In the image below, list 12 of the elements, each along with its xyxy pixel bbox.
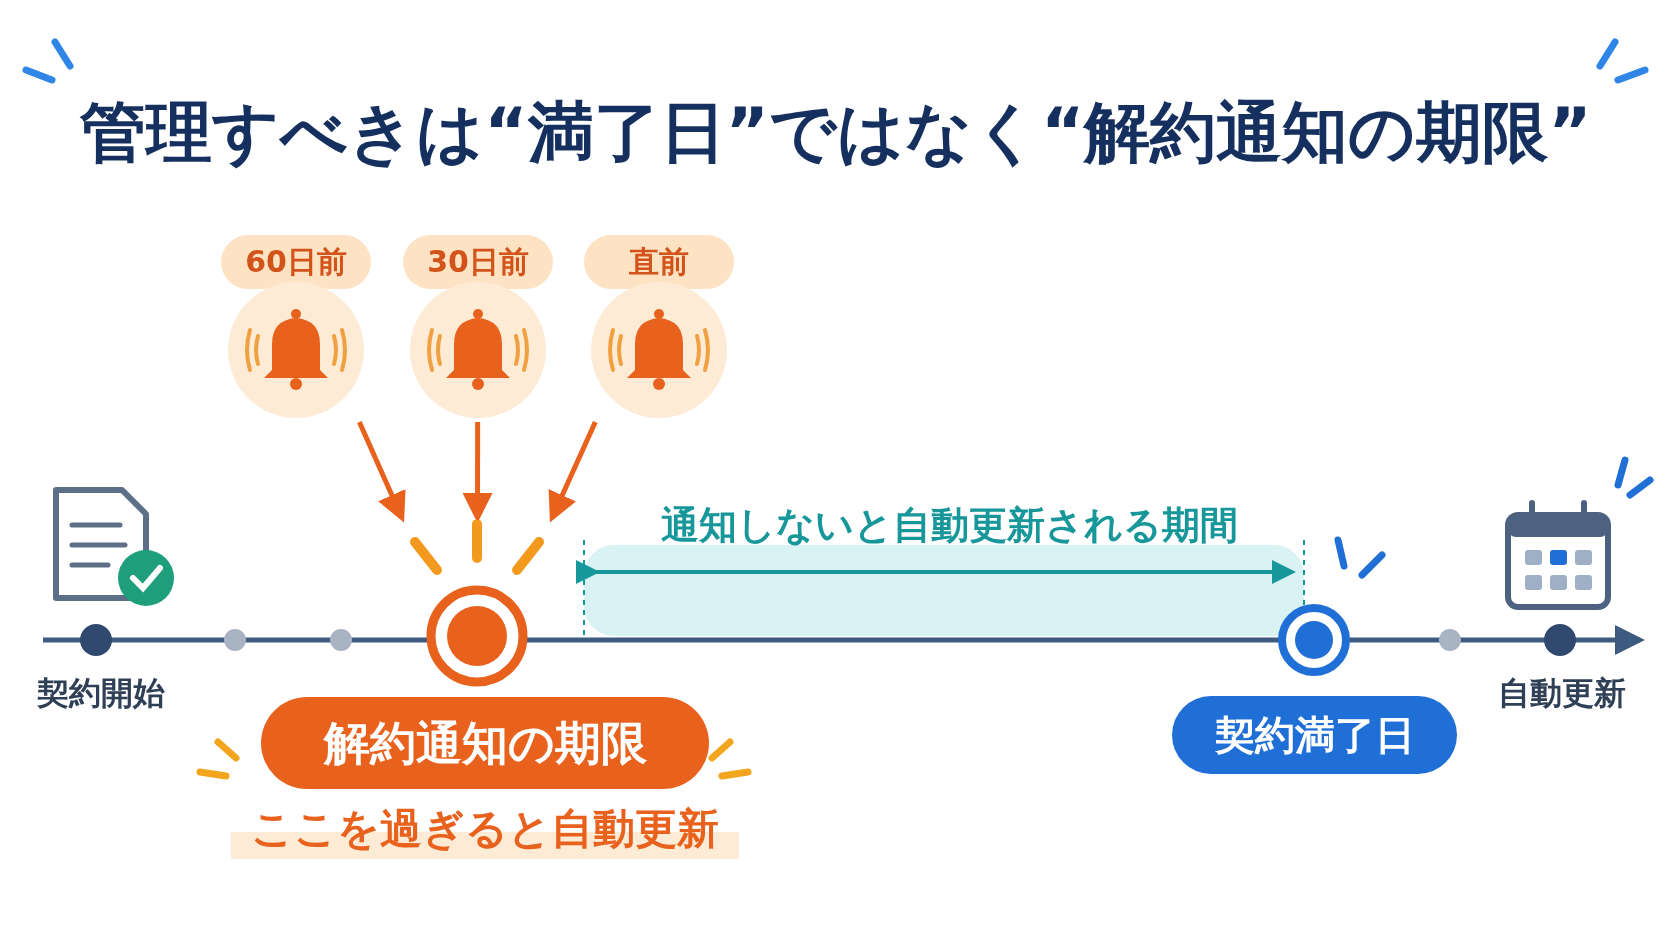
- period-label: 通知しないと自動更新される期間: [660, 503, 1238, 547]
- arrow: [357, 421, 406, 523]
- reminder-label: 60日前: [221, 235, 371, 289]
- deadline-label: 解約通知の期限: [261, 697, 709, 789]
- start-label: 契約開始: [37, 674, 165, 712]
- renewal-label: 自動更新: [1498, 674, 1626, 712]
- title: 管理すべきは“満了日”ではなく“解約通知の期限”: [79, 93, 1593, 173]
- arrow: [548, 420, 598, 523]
- expiry-label: 契約満了日: [1172, 696, 1457, 774]
- arrow: [462, 422, 493, 523]
- reminder-label: 30日前: [403, 235, 553, 289]
- reminder-label: 直前: [584, 235, 734, 289]
